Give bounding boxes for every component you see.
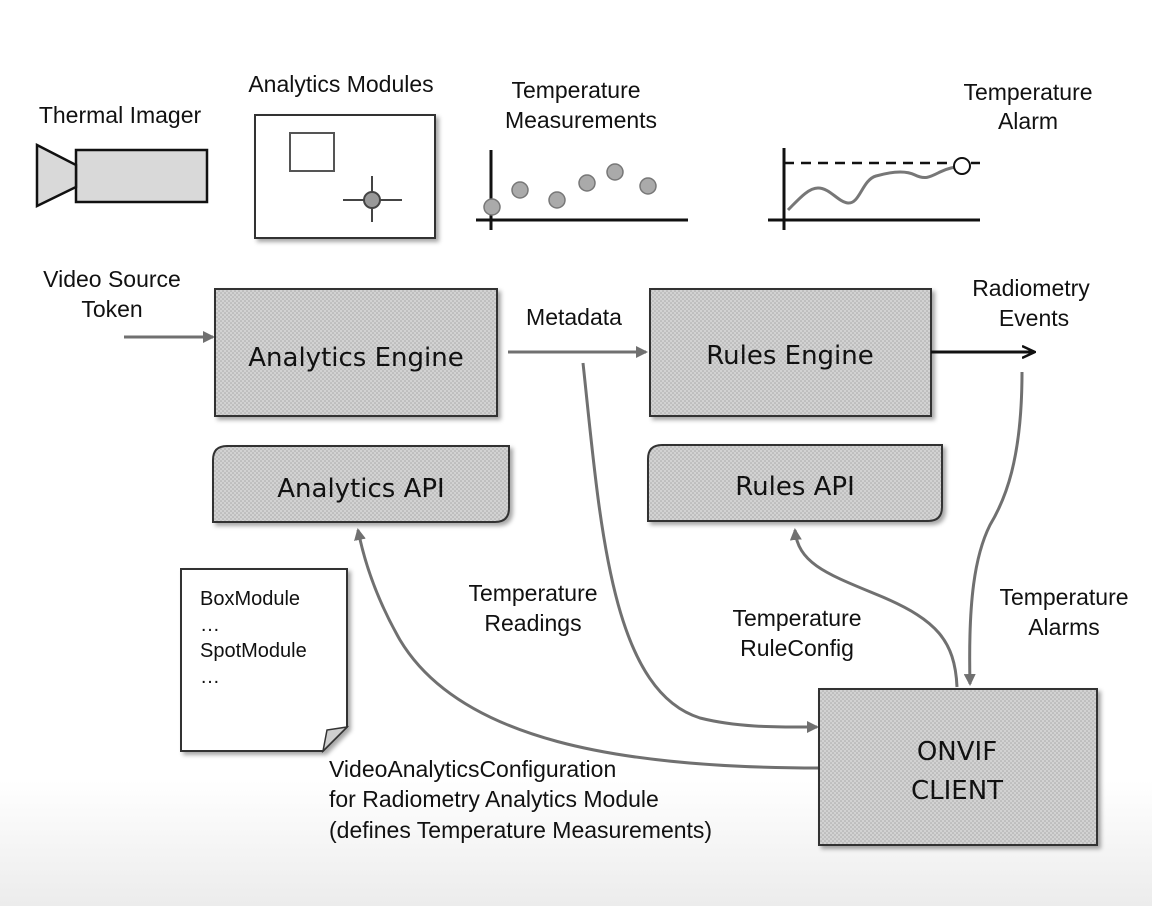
rules-engine-box[interactable]: Rules Engine <box>649 288 932 417</box>
thermal-camera-icon <box>35 142 209 208</box>
configuration-document-icon: BoxModule … SpotModule … <box>180 568 350 754</box>
analytics-engine-label: Analytics Engine <box>248 343 463 373</box>
thermal-imager-label: Thermal Imager <box>39 102 202 128</box>
temperature-rule-config-label-line-1: Temperature <box>732 605 861 631</box>
analytics-modules-icon <box>254 114 436 239</box>
analytics-api-label: Analytics API <box>277 474 444 504</box>
caption-line-2: for Radiometry Analytics Module <box>329 786 659 812</box>
document-line-spot-module: SpotModule <box>200 640 307 662</box>
temperature-alarm-label-line-1: Temperature <box>963 79 1092 105</box>
scatter-plot-icon <box>476 150 688 230</box>
threshold-line-icon <box>768 148 980 230</box>
onvif-client-box[interactable]: ONVIF CLIENT <box>818 688 1098 846</box>
temperature-measurements-label-line-1: Temperature <box>511 77 640 103</box>
rules-api-box[interactable]: Rules API <box>647 444 943 522</box>
temperature-rule-config-label-line-2: RuleConfig <box>740 635 854 661</box>
rules-engine-label: Rules Engine <box>706 341 874 371</box>
caption-line-3: (defines Temperature Measurements) <box>329 817 712 843</box>
video-source-token-label-line-2: Token <box>81 296 142 322</box>
onvif-client-label-line-2: CLIENT <box>911 776 1003 806</box>
caption-line-1: VideoAnalyticsConfiguration <box>329 756 616 782</box>
temperature-readings-label-line-2: Readings <box>484 610 581 636</box>
video-source-token-label-line-1: Video Source <box>43 266 181 292</box>
onvif-client-label-line-1: ONVIF <box>917 737 997 767</box>
temperature-rule-config-arrow <box>789 528 959 688</box>
document-line-ellipsis-2: … <box>200 666 220 688</box>
temperature-alarms-arrow <box>963 371 1024 686</box>
temperature-alarms-label-line-1: Temperature <box>999 584 1128 610</box>
document-line-ellipsis-1: … <box>200 614 220 636</box>
analytics-modules-label: Analytics Modules <box>248 71 433 97</box>
temperature-readings-arrow <box>581 362 819 734</box>
temperature-measurements-label-line-2: Measurements <box>505 107 657 133</box>
radiometry-events-label-line-1: Radiometry <box>972 275 1090 301</box>
analytics-engine-box[interactable]: Analytics Engine <box>214 288 498 417</box>
analytics-api-box[interactable]: Analytics API <box>212 445 510 523</box>
video-analytics-configuration-arrow <box>354 528 820 770</box>
metadata-label: Metadata <box>526 304 622 330</box>
temperature-readings-label-line-1: Temperature <box>468 580 597 606</box>
temperature-alarm-label-line-2: Alarm <box>998 108 1058 134</box>
radiometry-events-label-line-2: Events <box>999 305 1069 331</box>
temperature-alarms-label-line-2: Alarms <box>1028 614 1100 640</box>
document-line-box-module: BoxModule <box>200 588 300 610</box>
rules-api-label: Rules API <box>735 472 855 502</box>
